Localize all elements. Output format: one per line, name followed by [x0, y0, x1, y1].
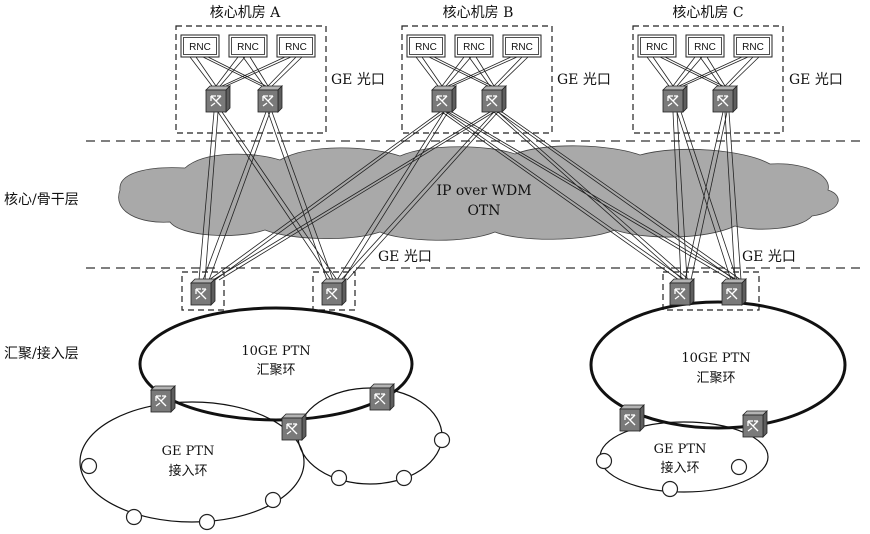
access-node [595, 452, 613, 470]
ip-over-wdm-cloud [118, 145, 839, 241]
agg-ring-right-line1: 10GE PTN [681, 351, 750, 366]
access-node [395, 469, 413, 487]
aggregation-ring-left [138, 306, 414, 422]
core-room-b-ge-label: GE 光口 [557, 72, 611, 88]
access-node [433, 431, 451, 449]
access-node [330, 469, 348, 487]
access-ring-right-line2: 接入环 [660, 460, 699, 476]
core-room-b-title: 核心机房 B [443, 5, 514, 21]
agg-ring-left-line2: 汇聚环 [256, 363, 295, 378]
core-layer-label: 核心/骨干层 [4, 192, 79, 208]
rnc-label: RNC [742, 42, 764, 53]
core-room-c-box [632, 25, 784, 134]
core-room-c-title: 核心机房 C [672, 5, 743, 21]
core-room-a-title: 核心机房 A [210, 5, 281, 21]
rnc-label: RNC [415, 42, 437, 53]
rnc-links [189, 56, 760, 87]
edge-box-1 [181, 271, 225, 311]
backbone-links [198, 111, 742, 281]
access-ring-left [79, 401, 305, 523]
access-node [125, 508, 143, 526]
access-node [80, 457, 98, 475]
core-room-a-box [175, 25, 327, 134]
access-node [198, 513, 216, 531]
core-room-a-ge-label: GE 光口 [331, 72, 385, 88]
rnc-label: RNC [511, 42, 533, 53]
access-node [730, 458, 748, 476]
aggregation-ring-right [589, 300, 847, 430]
access-ring-left-line2: 接入环 [168, 463, 207, 479]
rnc-label: RNC [646, 42, 668, 53]
agg-ring-left-line1: 10GE PTN [241, 344, 310, 359]
cloud-label-line2: OTN [467, 203, 500, 219]
rnc-label: RNC [285, 42, 307, 53]
core-room-c-ge-label: GE 光口 [789, 72, 843, 88]
rnc-label: RNC [463, 42, 485, 53]
rnc-label: RNC [694, 42, 716, 53]
edge-box-3 [662, 271, 760, 311]
access-node [264, 491, 282, 509]
rnc-label: RNC [189, 42, 211, 53]
access-ring-left-line1: GE PTN [162, 444, 215, 459]
agg-ring-right-line2: 汇聚环 [696, 371, 735, 386]
core-room-b-box [401, 25, 553, 134]
access-node [661, 480, 679, 498]
aggregation-layer-label: 汇聚/接入层 [4, 345, 79, 362]
ge-port-left-label: GE 光口 [378, 249, 432, 265]
access-ring-right-line1: GE PTN [654, 442, 707, 457]
rnc-label: RNC [237, 42, 259, 53]
cloud-label-line1: IP over WDM [436, 183, 531, 199]
ge-port-right-label: GE 光口 [742, 249, 796, 265]
edge-box-2 [312, 271, 356, 311]
